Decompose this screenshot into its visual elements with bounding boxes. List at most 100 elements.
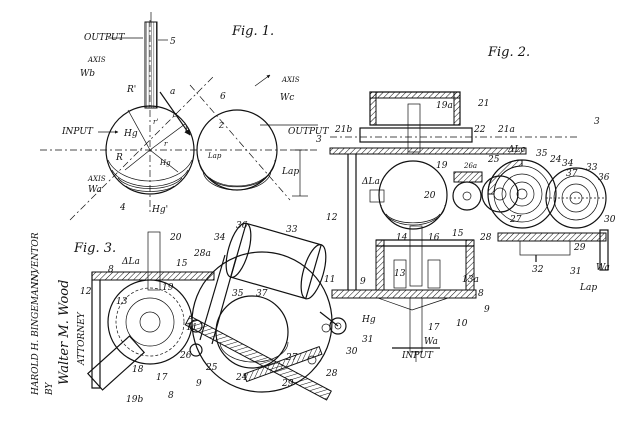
label-5: 5 [170, 37, 176, 47]
fig3-label-30: 30 [346, 347, 358, 357]
label-hg: Hg [361, 315, 376, 325]
label-dla: ΔLa [361, 177, 380, 187]
label-26a: 26a [463, 162, 477, 170]
label-wc: Wc [280, 93, 294, 103]
label-dlc: ΔLc [507, 145, 526, 155]
label-29: 29 [573, 243, 586, 253]
figure-2: Fig. 2. 19a 21 21b 22 21a 3 12 ΔLa 19 26… [324, 45, 616, 362]
label-output-right: OUTPUT [288, 127, 329, 137]
label-3: 3 [316, 135, 322, 145]
label-r-lower: R [115, 153, 123, 163]
label-19a: 19a [436, 101, 453, 111]
fig3-label-28: 28 [325, 369, 338, 379]
label-output-top: OUTPUT [84, 33, 125, 43]
label-22: 22 [473, 125, 486, 135]
fig3-label-24: 24 [235, 373, 248, 383]
inventor-name: HAROLD H. BINGEMANN, [31, 271, 41, 396]
label-16: 16 [428, 233, 440, 243]
inventor-by: BY [45, 382, 55, 396]
label-r-upper: R' [126, 85, 136, 95]
label-lap: Lap [207, 152, 222, 160]
label-c: c [173, 111, 177, 119]
label-input: INPUT [61, 127, 94, 137]
fig3-label-11: 11 [186, 323, 197, 333]
fig3-label-17: 17 [156, 373, 168, 383]
fig2-caption: Fig. 2. [487, 45, 530, 60]
label-28: 28 [479, 233, 492, 243]
label-20: 20 [423, 191, 436, 201]
label-21a: 21a [497, 125, 515, 135]
fig3-label-13: 13 [116, 297, 128, 307]
label-input: INPUT [401, 351, 434, 361]
label-a: a [170, 87, 175, 97]
fig3-label-8: 8 [108, 265, 114, 275]
fig3-label-12: 12 [80, 287, 92, 297]
output-shaft [144, 21, 158, 109]
fig3-label-35: 35 [232, 289, 244, 299]
label-3-right: 3 [594, 117, 600, 127]
fig3-label-34: 34 [214, 233, 226, 243]
label-lap-side: Lap [281, 167, 299, 177]
label-hg-upper: Hg [123, 129, 138, 139]
label-b: b [185, 126, 190, 134]
attorney-signature: Walter M. Wood [57, 280, 72, 385]
label-34: 34 [562, 159, 574, 169]
label-30: 30 [604, 215, 616, 225]
fig1-caption: Fig. 1. [231, 24, 274, 39]
fig3-label-29: 29 [281, 379, 294, 389]
attorney-label: ATTORNEY [77, 311, 87, 366]
label-35: 35 [536, 149, 548, 159]
fig3-label-8b: 8 [168, 391, 174, 401]
label-z: Z [218, 122, 224, 130]
label-14: 14 [396, 233, 408, 243]
figure-1: Fig. 1. OUTPUT 5 AXIS Wb R' a INPUT Hg r… [40, 12, 329, 221]
fig3-label-26: 26 [179, 351, 192, 361]
fig3-label-27: 27 [285, 353, 298, 363]
label-21: 21 [477, 99, 489, 109]
label-10: 10 [456, 319, 468, 329]
figure-3: Fig. 3. 20 ΔLa 28a 34 36 33 8 12 13 15 1… [73, 221, 373, 405]
fig3-label-19b: 19b [126, 395, 143, 405]
label-33: 33 [586, 163, 598, 173]
label-9b: 9 [484, 305, 490, 315]
label-13a: 13a [462, 275, 479, 285]
fig3-label-19: 19 [162, 283, 174, 293]
label-36: 36 [598, 173, 610, 183]
label-21b: 21b [334, 125, 352, 135]
fig3-label-15: 15 [176, 259, 188, 269]
fig3-label-18: 18 [132, 365, 144, 375]
label-axis-lower: AXIS [87, 175, 106, 183]
fig3-label-9: 9 [196, 379, 202, 389]
fig3-label-25: 25 [205, 363, 218, 373]
label-11: 11 [324, 275, 335, 285]
inventor-role: INVENTOR [31, 232, 41, 286]
label-wa: Wa [424, 337, 438, 347]
label-axis-right: AXIS [281, 76, 300, 84]
label-wb: Wb [80, 69, 95, 79]
label-r-prime: r' [153, 118, 158, 126]
fig3-label-28a: 28a [193, 249, 211, 259]
label-13: 13 [394, 269, 406, 279]
label-r-small: r [164, 140, 168, 148]
label-hg-mid: Hg [159, 159, 171, 167]
label-37: 37 [566, 169, 578, 179]
label-31: 31 [570, 267, 581, 277]
fig3-label-37: 37 [256, 289, 268, 299]
sphere-20 [378, 160, 448, 230]
label-32: 32 [532, 265, 544, 275]
label-4: 4 [119, 203, 126, 213]
label-wa: Wa [88, 185, 102, 195]
label-axis-left: AXIS [87, 56, 106, 64]
label-9: 9 [360, 277, 366, 287]
label-27: 27 [509, 215, 522, 225]
fig3-label-33: 33 [286, 225, 298, 235]
label-6: 6 [220, 92, 226, 102]
fig3-caption: Fig. 3. [73, 241, 116, 256]
label-lap: Lap [579, 283, 597, 293]
label-hg-lower: Hg' [151, 205, 168, 215]
fig3-label-20: 20 [169, 233, 182, 243]
inventor-block: HAROLD H. BINGEMANN, INVENTOR BY Walter … [31, 232, 87, 396]
label-12: 12 [326, 213, 338, 223]
fig3-label-36: 36 [236, 221, 248, 231]
